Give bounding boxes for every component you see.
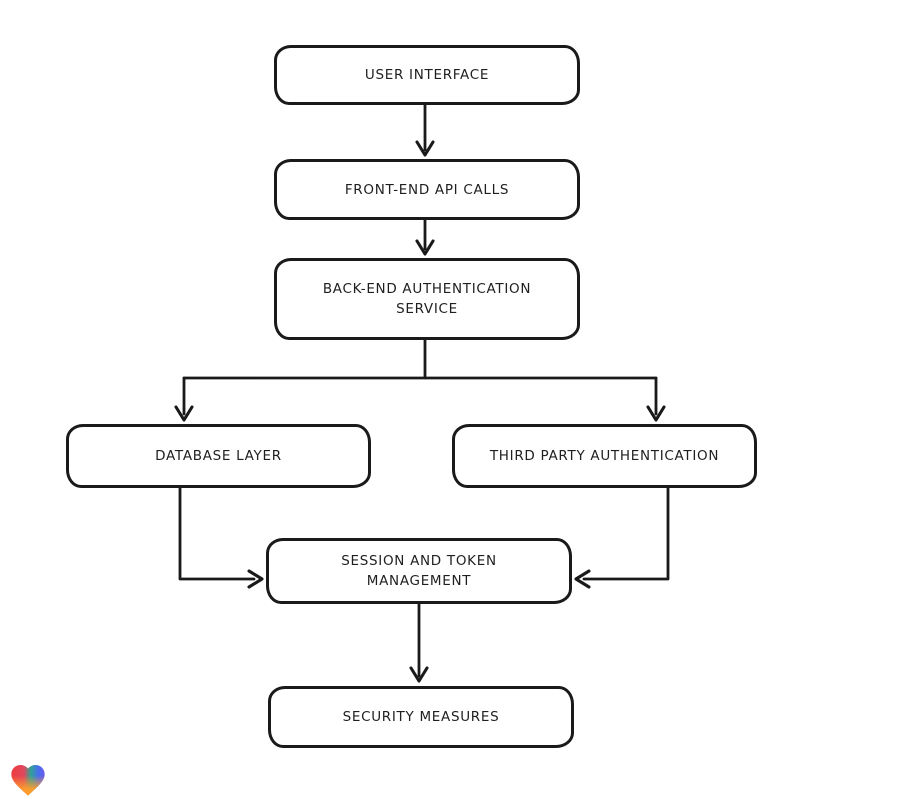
gradient-heart-icon [11, 765, 45, 796]
arrowhead-branch-thirdparty [646, 405, 666, 422]
arrowhead-ui-frontend [415, 140, 435, 157]
watermark-badge[interactable] [8, 760, 48, 800]
node-label: BACK-END AUTHENTICATION SERVICE [322, 281, 532, 317]
node-label: SESSION AND TOKEN MANAGEMENT [341, 553, 497, 589]
arrowhead-session-security [409, 666, 429, 683]
node-session-and-token-management[interactable]: SESSION AND TOKEN MANAGEMENT [266, 538, 572, 604]
node-label: THIRD PARTY AUTHENTICATION [489, 448, 720, 464]
node-security-measures[interactable]: SECURITY MEASURES [268, 686, 574, 748]
node-front-end-api-calls[interactable]: FRONT-END API CALLS [274, 159, 580, 220]
node-database-layer[interactable]: DATABASE LAYER [66, 424, 371, 488]
connector-database-session [178, 485, 256, 581]
node-label: USER INTERFACE [364, 67, 490, 83]
arrowhead-branch-database [174, 405, 194, 422]
node-label: SECURITY MEASURES [342, 709, 500, 725]
node-back-end-authentication-service[interactable]: BACK-END AUTHENTICATION SERVICE [274, 258, 580, 340]
node-label: FRONT-END API CALLS [344, 181, 510, 198]
connector-thirdparty-session [582, 485, 670, 581]
arrowhead-database-session [247, 569, 264, 589]
arrowhead-thirdparty-session [574, 569, 591, 589]
node-label: DATABASE LAYER [155, 448, 282, 464]
node-third-party-authentication[interactable]: THIRD PARTY AUTHENTICATION [452, 424, 757, 488]
arrowhead-frontend-backend [415, 239, 435, 256]
node-user-interface[interactable]: USER INTERFACE [274, 45, 580, 105]
